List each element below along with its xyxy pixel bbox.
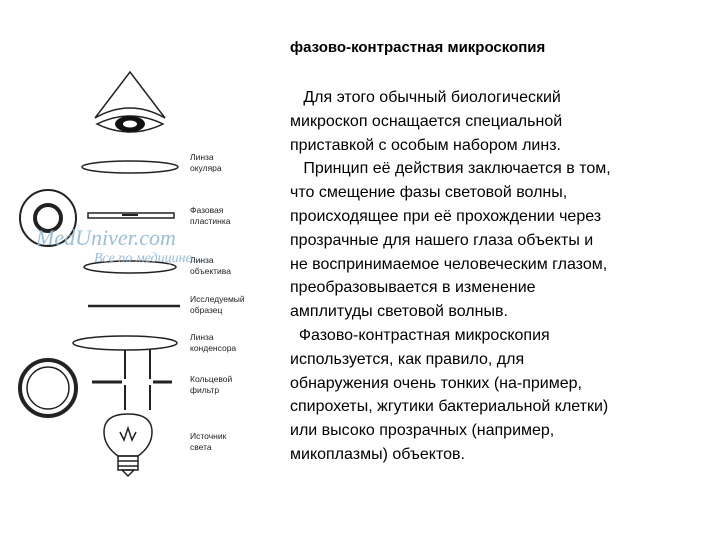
text-line: Принцип её действия заключается в том, bbox=[290, 160, 611, 178]
label-eyepiece-2: окуляра bbox=[190, 163, 222, 173]
text-line: микроскоп оснащается специальной bbox=[290, 112, 563, 130]
text-line: используется, как правило, для bbox=[290, 350, 525, 368]
label-specimen: Исследуемый bbox=[190, 294, 245, 304]
label-objective-2: объектива bbox=[190, 266, 231, 276]
label-specimen-2: образец bbox=[190, 305, 222, 315]
eye-icon bbox=[94, 70, 166, 133]
label-annular-filter-2: фильтр bbox=[190, 385, 219, 395]
objective-lens bbox=[83, 260, 177, 274]
phase-contrast-microscope-diagram: MedUniver.com Все по медицине... Линза о… bbox=[18, 70, 245, 478]
text-line: происходящее при её прохождении через bbox=[290, 207, 602, 225]
eyepiece-lens bbox=[81, 160, 179, 174]
text-line: преобразовывается в изменение bbox=[290, 279, 536, 297]
label-phase-plate: Фазовая bbox=[190, 205, 224, 215]
text-line: Фазово-контрастная микроскопия bbox=[290, 326, 550, 344]
phase-plate-icon bbox=[87, 212, 175, 219]
text-line: прозрачные для нашего глаза объекты и bbox=[290, 231, 594, 249]
diagram-labels: Линза окуляра Фазовая пластинка Линза об… bbox=[190, 152, 245, 452]
light-bulb-icon bbox=[103, 413, 153, 478]
text-line: что смещение фазы световой волны, bbox=[290, 184, 568, 202]
text-line: обнаружения очень тонких (на-пример, bbox=[290, 374, 582, 392]
text-line: амплитуды световой волныв. bbox=[290, 303, 508, 321]
label-objective: Линза bbox=[190, 255, 214, 265]
text-line: не воспринимаемое человеческим глазом, bbox=[290, 255, 608, 273]
label-condenser-2: конденсора bbox=[190, 343, 236, 353]
watermark-site: MedUniver.com bbox=[35, 225, 176, 250]
label-annular-filter: Кольцевой bbox=[190, 374, 233, 384]
label-phase-plate-2: пластинка bbox=[190, 216, 231, 226]
watermark-tagline: Все по медицине... bbox=[94, 251, 202, 266]
label-eyepiece: Линза bbox=[190, 152, 214, 162]
label-light-source: Источник bbox=[190, 431, 227, 441]
phase-ring-disc bbox=[19, 189, 77, 247]
annular-filter-disc bbox=[18, 358, 78, 418]
condenser-lens bbox=[72, 335, 178, 351]
page-title: фазово-контрастная микроскопия bbox=[290, 39, 546, 56]
light-path-lines bbox=[124, 345, 151, 410]
label-light-source-2: света bbox=[190, 442, 212, 452]
text-line: микоплазмы) объектов. bbox=[290, 445, 465, 463]
label-condenser: Линза bbox=[190, 332, 214, 342]
description-text: Для этого обычный биологический микроско… bbox=[290, 86, 710, 467]
text-line: спирохеты, жгутики бактериальной клетки) bbox=[290, 398, 609, 416]
text-line: или высоко прозрачных (например, bbox=[290, 422, 555, 440]
text-line: Для этого обычный биологический bbox=[290, 89, 561, 106]
text-line: приставкой с особым набором линз. bbox=[290, 136, 561, 154]
